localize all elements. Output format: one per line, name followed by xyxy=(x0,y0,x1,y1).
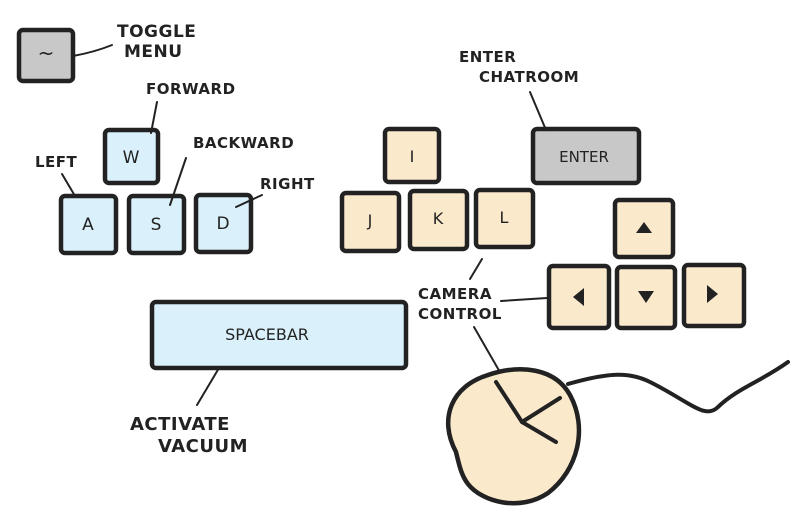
forward-leader xyxy=(150,101,158,134)
spacebar-key-label: SPACEBAR xyxy=(225,325,309,344)
j-key: J xyxy=(339,190,402,254)
mouse-body xyxy=(445,367,582,506)
backward-label: BACKWARD xyxy=(193,134,294,152)
d-key: D xyxy=(193,192,254,255)
arrow-down-icon xyxy=(638,291,654,303)
i-key: I xyxy=(382,126,442,185)
l-key-label: L xyxy=(500,208,509,227)
right-leader xyxy=(235,194,263,208)
k-key: K xyxy=(407,188,470,252)
left-label: LEFT xyxy=(35,153,78,171)
enter-key: ENTER xyxy=(530,126,642,186)
enter-leader xyxy=(529,91,547,131)
arrow-left-icon xyxy=(573,288,584,306)
arrow-right-icon xyxy=(707,285,718,303)
mouse-icon xyxy=(445,360,790,506)
enter-chatroom-label-line1: ENTER xyxy=(459,48,516,66)
camera-leader-arrows xyxy=(500,297,548,302)
i-key-label: I xyxy=(410,147,415,166)
j-key-label: J xyxy=(367,211,373,230)
tilde-key-label: ~ xyxy=(38,41,55,65)
w-key-label: W xyxy=(123,148,140,168)
d-key-label: D xyxy=(216,214,229,234)
arrow-up-icon xyxy=(636,222,652,233)
backward-leader xyxy=(169,157,187,206)
up-arrow-key xyxy=(612,197,676,260)
k-key-label: K xyxy=(433,209,444,228)
a-key-label: A xyxy=(82,215,94,235)
right-label: RIGHT xyxy=(260,175,315,193)
mouse-button-divider-right xyxy=(520,396,562,424)
vacuum-label-line1: ACTIVATE xyxy=(130,414,230,435)
mouse-cable xyxy=(566,360,790,414)
camera-leader-ijkl xyxy=(469,258,483,280)
toggle-menu-leader xyxy=(72,44,113,57)
s-key-label: S xyxy=(151,215,162,235)
w-key: W xyxy=(102,127,161,186)
s-key: S xyxy=(126,193,187,256)
right-arrow-key xyxy=(681,262,747,329)
spacebar-leader xyxy=(196,367,220,406)
left-leader xyxy=(61,173,76,197)
camera-label-line2: CONTROL xyxy=(418,305,502,323)
a-key: A xyxy=(58,193,119,256)
toggle-menu-key: ~ xyxy=(16,27,76,84)
l-key: L xyxy=(473,187,536,250)
left-arrow-key xyxy=(546,263,612,331)
camera-label-line1: CAMERA xyxy=(418,285,492,303)
enter-key-label: ENTER xyxy=(559,148,609,166)
toggle-label-line1: TOGGLE xyxy=(117,22,196,42)
toggle-label-line2: MENU xyxy=(124,42,183,62)
down-arrow-key xyxy=(614,264,678,331)
enter-chatroom-label-line2: CHATROOM xyxy=(479,68,579,86)
spacebar-key: SPACEBAR xyxy=(149,299,409,371)
vacuum-label-line2: VACUUM xyxy=(158,436,248,457)
forward-label: FORWARD xyxy=(146,80,236,98)
